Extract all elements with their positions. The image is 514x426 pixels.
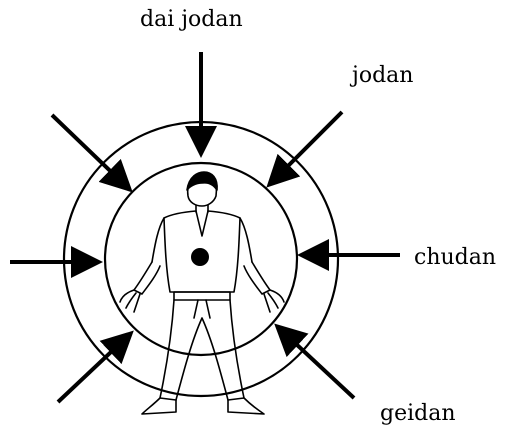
target-dot-icon (191, 248, 209, 266)
label-chudan: chudan (414, 245, 496, 270)
label-jodan: jodan (349, 63, 413, 88)
label-dai-jodan: dai jodan (140, 7, 243, 32)
karate-figure-icon (120, 172, 284, 414)
arrow-geidan-left-icon (58, 336, 128, 402)
label-geidan: geidan (380, 401, 456, 426)
